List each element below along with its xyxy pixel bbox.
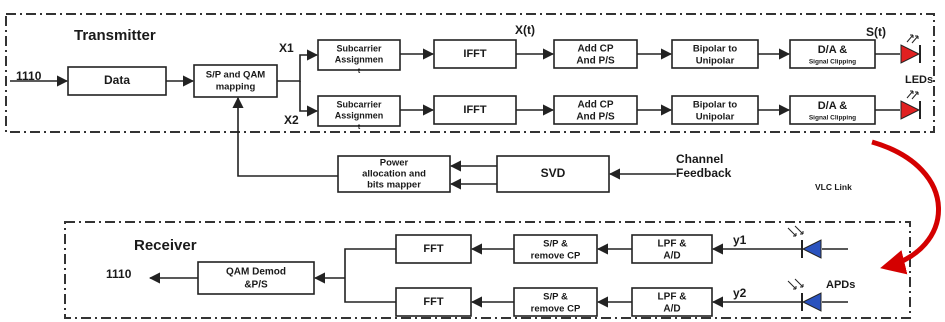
output-bits: 1110 (106, 267, 132, 281)
bipolar-1-line2: Unipolar (696, 56, 735, 67)
transmitter-title: Transmitter (74, 27, 156, 44)
power-line3: bits mapper (367, 180, 421, 191)
add-cp-1-line2: And P/S (576, 56, 615, 67)
subcarrier-2-line2: Assignmen (335, 110, 384, 120)
qam-demod-line2: &P/S (244, 280, 268, 291)
power-line2: allocation and (362, 169, 426, 180)
subcarrier-block-2 (317, 95, 401, 127)
sp-remove-1-line1: S/P & (543, 239, 568, 250)
fft-1-label: FFT (423, 243, 443, 255)
da-1-label: D/A & (818, 44, 848, 56)
lpf-1-line2: A/D (663, 251, 680, 262)
ifft-block-2 (433, 95, 517, 125)
add-cp-2-line2: And P/S (576, 112, 615, 123)
add-cp-block-2 (553, 95, 638, 125)
svd-block (496, 155, 610, 193)
bipolar-block-2 (671, 95, 759, 125)
transmitter-frame (5, 13, 935, 133)
subcarrier-2-line1: Subcarrier (336, 99, 382, 109)
sp-remove-2-line2: remove CP (531, 304, 581, 315)
x1-label: X1 (279, 41, 294, 55)
lpf-2-line1: LPF & (658, 292, 687, 303)
vlc-link-label: VLC Link (815, 182, 852, 192)
lpf-block-1 (631, 234, 713, 264)
fft-block-2 (395, 287, 472, 317)
fft-2-label: FFT (423, 296, 443, 308)
ifft-1-label: IFFT (463, 48, 486, 60)
bipolar-2-line2: Unipolar (696, 112, 735, 123)
led-icon (875, 34, 921, 64)
apd-icon (787, 225, 848, 259)
leds-label: LEDs (905, 74, 933, 86)
sp-qam-line2: mapping (216, 82, 256, 93)
led-icon (875, 90, 921, 120)
apd-icon (787, 278, 848, 312)
fft-block-1 (395, 234, 472, 264)
bipolar-2-line1: Bipolar to (693, 100, 738, 111)
subcarrier-1-line1: Subcarrier (336, 43, 382, 53)
subcarrier-2-line3: t (358, 124, 361, 131)
channel-feedback-line1: Channel (676, 152, 723, 166)
sp-remove-block-1 (513, 234, 598, 264)
sp-remove-2-line1: S/P & (543, 292, 568, 303)
subcarrier-1-line2: Assignmen (335, 54, 384, 64)
receiver-title: Receiver (134, 237, 197, 254)
lpf-2-line2: A/D (663, 304, 680, 315)
x2-label: X2 (284, 113, 299, 127)
clipping-2-label: Signal Clipping (809, 115, 856, 122)
data-block-label: Data (104, 73, 130, 87)
add-cp-2-line1: Add CP (577, 100, 613, 111)
sp-remove-1-line2: remove CP (531, 251, 581, 262)
transmitter-connections (10, 48, 791, 117)
receiver-connections (148, 243, 802, 308)
svd-label: SVD (541, 166, 566, 180)
apds-label: APDs (826, 279, 855, 291)
add-cp-1-line1: Add CP (577, 44, 613, 55)
bipolar-1-line1: Bipolar to (693, 44, 738, 55)
qam-demod-line1: QAM Demod (226, 267, 286, 278)
y1-label: y1 (733, 233, 747, 247)
y2-label: y2 (733, 286, 747, 300)
data-block (67, 66, 167, 96)
lpf-1-line1: LPF & (658, 239, 687, 250)
sp-qam-line1: S/P and QAM (206, 70, 266, 81)
ifft-2-label: IFFT (463, 104, 486, 116)
da-2-label: D/A & (818, 100, 848, 112)
clipping-1-label: Signal Clipping (809, 59, 856, 66)
st-label: S(t) (866, 25, 886, 39)
power-allocation-block (337, 155, 451, 193)
vlc-link-arrow (871, 139, 941, 275)
subcarrier-block-1 (317, 39, 401, 71)
channel-feedback-line2: Feedback (676, 166, 732, 180)
feedback-connections (232, 96, 676, 190)
subcarrier-1-line3: t (358, 68, 361, 75)
lpf-block-2 (631, 287, 713, 317)
xt-label: X(t) (515, 23, 535, 37)
input-bits: 1110 (16, 69, 42, 83)
receiver-frame (64, 221, 911, 319)
power-line1: Power (380, 158, 409, 169)
